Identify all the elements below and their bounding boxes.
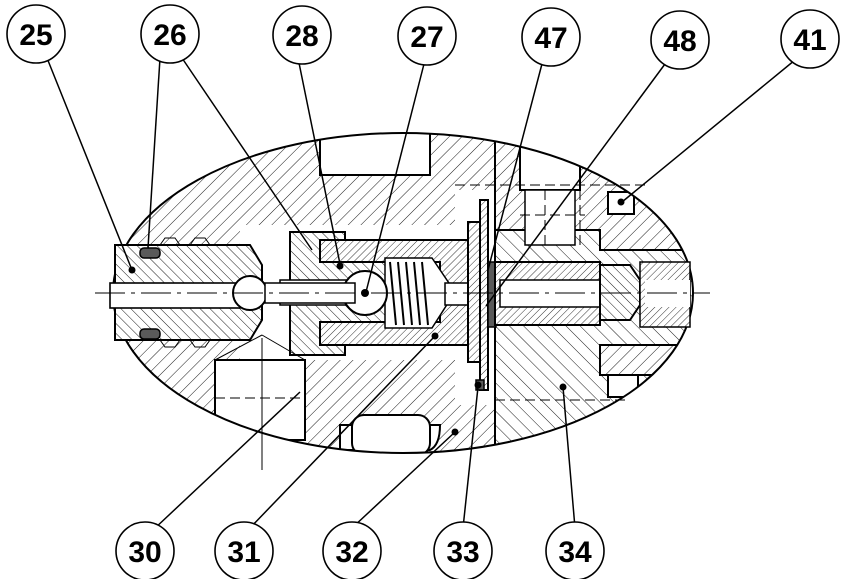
callout-30: 30 [115,521,175,579]
callout-32: 32 [322,521,382,579]
callout-31: 31 [214,521,274,579]
callout-label-25: 25 [19,19,52,52]
callout-label-33: 33 [446,536,479,569]
callout-label-47: 47 [534,22,567,55]
callout-label-41: 41 [793,24,826,57]
callout-41: 41 [780,9,840,69]
callout-label-34: 34 [558,536,592,569]
callout-label-31: 31 [227,536,260,569]
callout-label-26: 26 [153,19,186,52]
callout-27: 27 [397,6,457,66]
callout-47: 47 [521,7,581,67]
callout-26: 26 [140,4,200,64]
outlet-tube [494,261,691,328]
callout-33: 33 [433,521,493,579]
callout-34: 34 [545,521,605,579]
callout-label-30: 30 [128,536,161,569]
callout-28: 28 [272,5,332,65]
callout-48: 48 [650,10,710,70]
callout-label-28: 28 [285,20,318,53]
callout-label-27: 27 [410,21,443,54]
callout-25: 25 [6,4,66,64]
callout-label-32: 32 [335,536,368,569]
callout-label-48: 48 [663,25,696,58]
leader-lines [46,57,796,531]
